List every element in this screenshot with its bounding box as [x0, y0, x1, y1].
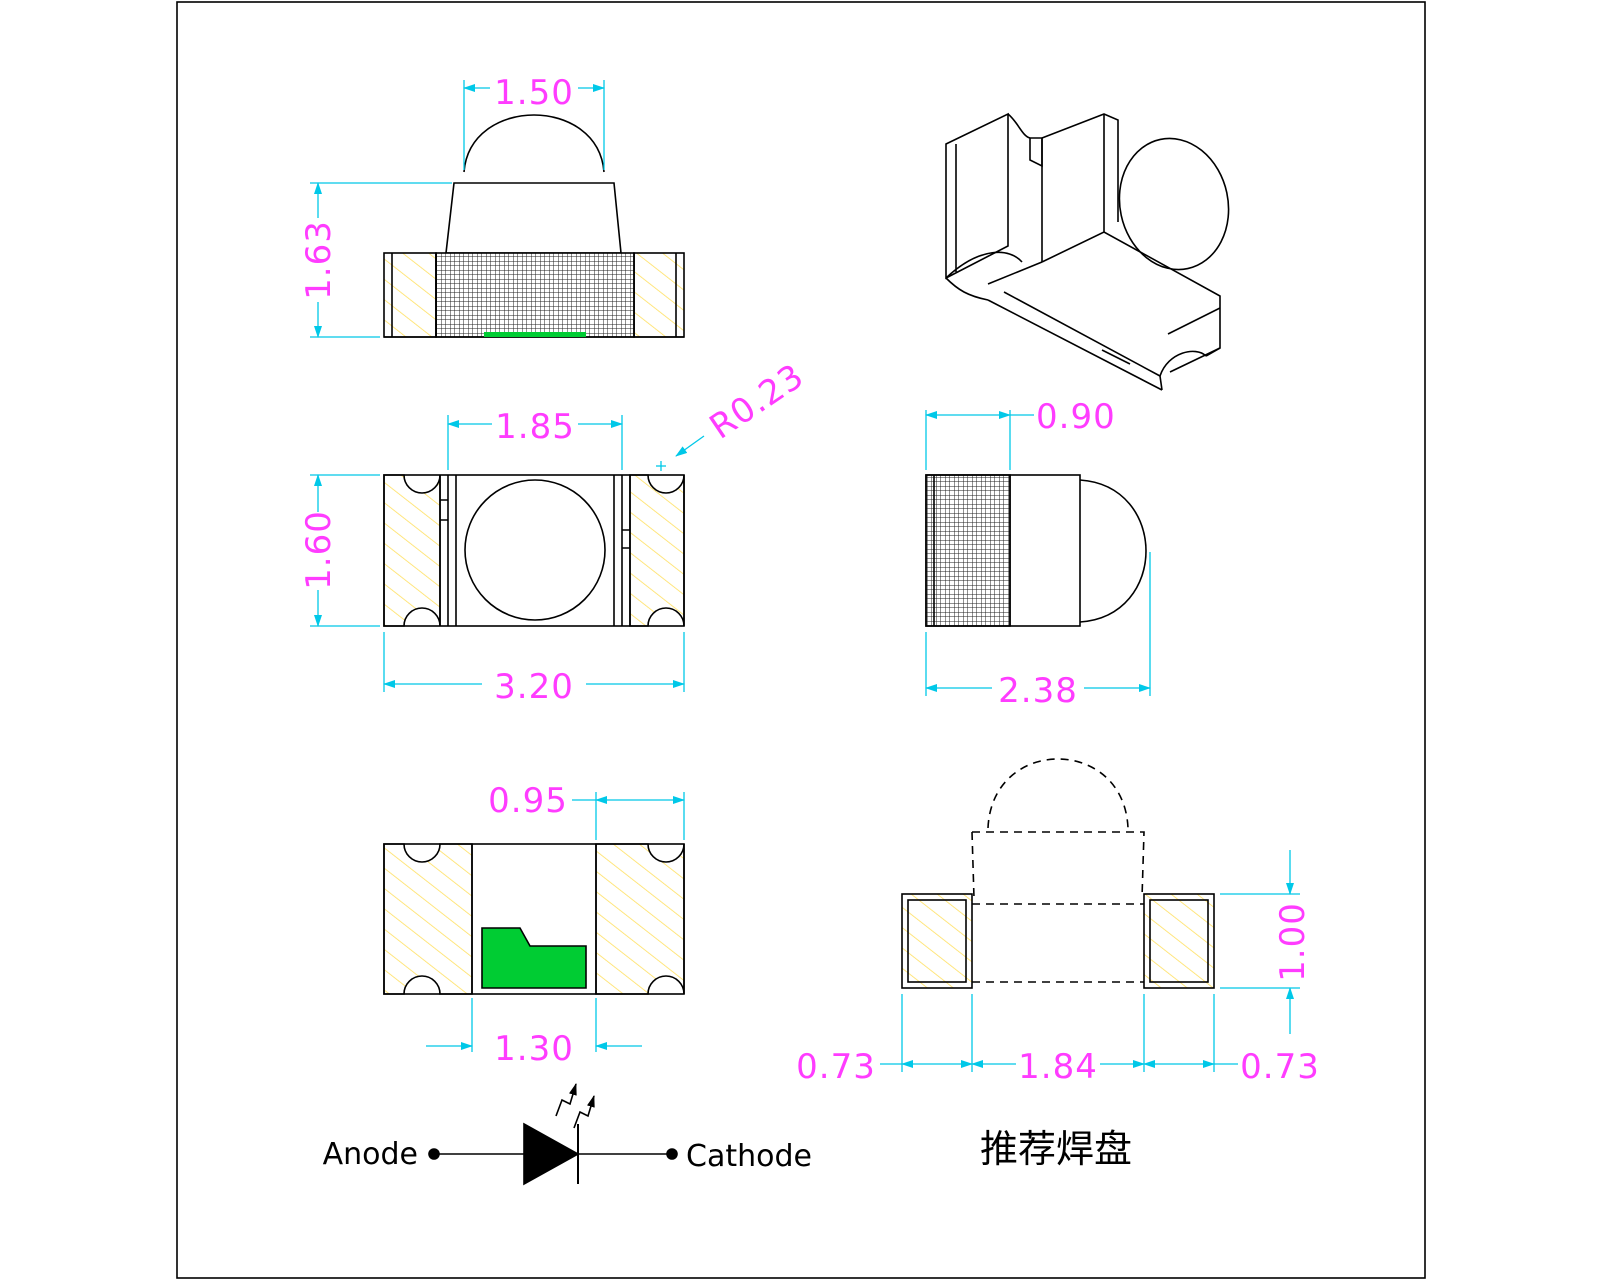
pad-view-left-pad	[901, 893, 973, 989]
top-view-length-dimension: 3.20	[494, 667, 574, 707]
bottom-view-polarity-mark	[481, 927, 587, 989]
pad-view-lens-outline	[987, 758, 1129, 829]
isometric-view	[945, 112, 1230, 391]
pad-view-right-pad	[1143, 893, 1215, 989]
bottom-view-pad-dimension: 0.95	[488, 781, 568, 821]
pad-view-right-pad-dimension: 0.73	[1240, 1047, 1320, 1087]
end-view	[925, 474, 1147, 627]
side-view-lens	[463, 114, 605, 173]
side-view-height-dimension: 1.63	[299, 220, 339, 300]
bottom-view-left-pad	[383, 843, 473, 995]
bottom-view-gap-dimension: 1.30	[494, 1029, 574, 1069]
top-view-radius-dimension: R0.23	[703, 356, 812, 448]
diode-triangle-symbol	[523, 1122, 580, 1186]
top-view-right-terminal	[629, 474, 685, 627]
isometric-view-lens	[1118, 137, 1230, 271]
pad-view-height-dimension: 1.00	[1273, 902, 1313, 982]
diode-schematic	[428, 1083, 678, 1186]
bottom-view	[383, 843, 685, 995]
anode-label: Anode	[323, 1137, 418, 1172]
top-view-left-terminal	[383, 474, 441, 627]
bottom-view-dimensions	[426, 792, 685, 1052]
pad-view-dimensions	[880, 850, 1300, 1072]
top-view-lens-circle	[464, 479, 606, 621]
end-view-depth-dimension: 0.90	[1036, 397, 1116, 437]
recommended-pad-caption: 推荐焊盘	[980, 1127, 1132, 1171]
recommended-pad-view	[901, 758, 1215, 989]
side-view-chip	[484, 332, 586, 337]
sheet-border	[176, 1, 1426, 1279]
end-view-lens	[1079, 479, 1147, 623]
side-view-dimensions	[310, 80, 605, 338]
side-view-body	[445, 182, 622, 254]
pad-view-center-dimension: 1.84	[1018, 1047, 1098, 1087]
top-view-dimensions	[310, 415, 705, 692]
side-view-width-dimension: 1.50	[494, 73, 574, 113]
end-view-dimensions	[925, 410, 1151, 696]
pad-view-left-pad-dimension: 0.73	[796, 1047, 876, 1087]
top-view-lens-dimension: 1.85	[495, 407, 575, 447]
cathode-label: Cathode	[686, 1139, 812, 1174]
side-view-substrate	[435, 252, 635, 338]
top-view-body	[383, 474, 685, 627]
top-view	[383, 474, 685, 627]
top-view-height-dimension: 1.60	[299, 510, 339, 590]
end-view-width-dimension: 2.38	[998, 671, 1078, 711]
side-view	[383, 114, 685, 338]
bottom-view-right-pad	[595, 843, 685, 995]
end-view-substrate	[925, 474, 1011, 627]
